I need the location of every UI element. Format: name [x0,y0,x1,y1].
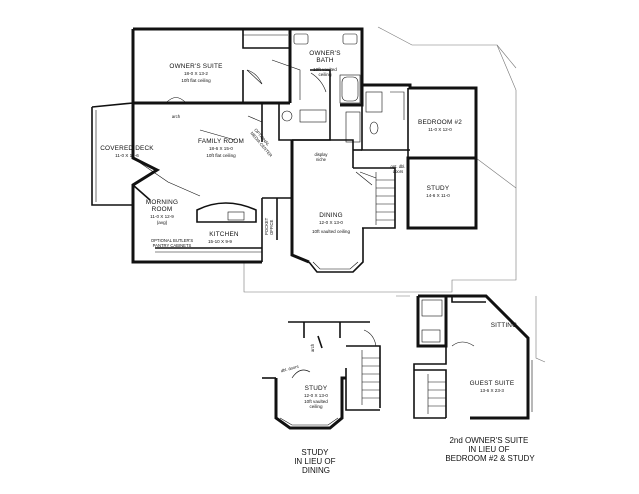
guest-suite-dim: 13-6 X 23-3 [480,388,504,393]
bedroom-2-label: BEDROOM #2 [418,119,462,126]
bathtub [339,74,361,104]
kitchen-walls [131,205,262,264]
laundry [299,109,327,123]
roof-outline [243,26,517,293]
owners-suite-ceiling: 10ft flat ceiling [181,78,211,83]
dining-walls [290,140,310,264]
study-dim: 14-6 X 11-0 [426,193,450,198]
owners-suite-label: OWNER'S SUITE [169,63,222,70]
alt-study-caption: STUDY IN LIEU OF DINING [294,448,338,475]
study-walls [406,155,478,230]
covered-deck-label: COVERED DECK [100,145,154,152]
morning-room-avg: (avg) [157,220,168,225]
dining-dim: 12-0 X 13-0 [319,220,343,225]
arch-note: arch [172,114,181,119]
kitchen-dim: 15-10 X 9-9 [208,239,232,244]
kitchen-island [196,202,257,223]
bedroom-2-dim: 11-0 X 12-0 [428,127,452,132]
alt-study-plan: arch dbl. doors STUDY 12-0 X 13-0 10ft v… [262,321,381,475]
sink-2 [342,33,358,45]
guest-suite-label: GUEST SUITE [470,380,515,387]
alt-owners-suite-caption: 2nd OWNER'S SUITE IN LIEU OF BEDROOM #2 … [445,436,535,463]
guest-suite-walls [418,294,530,420]
water-heater [281,110,293,122]
covered-deck-outline [91,102,134,206]
study-label: STUDY [427,185,450,192]
family-room-dim: 18-6 X 15-0 [209,146,233,151]
owners-bath-walls [290,27,364,107]
alt-study-label: STUDY [305,385,328,392]
dining-label: DINING [319,212,343,219]
guest-stairs [414,369,447,418]
covered-deck-dim: 11-0 X 15-6 [115,153,139,158]
main-floor-plan: OWNER'S SUITE 18-0 X 13-2 10ft flat ceil… [91,26,517,293]
opt-dbl-doors-note: opt. dbl.doors [391,164,406,174]
family-room-ceiling: 10ft flat ceiling [206,153,236,158]
alt-arch-note: arch [310,343,315,352]
media-center-note: OPTIONALMEDIA CENTER [249,127,277,157]
pocket-office-note: POCKETOFFICE [264,217,274,235]
toilet [369,121,379,135]
alt-dbl-doors-note: dbl. doors [280,364,299,374]
sitting-label: SITTING [491,322,518,329]
sink-1 [293,33,309,45]
alt-owners-suite-plan: SITTING GUEST SUITE 13-6 X 23-3 2nd OWNE… [396,294,546,463]
bedroom-2-walls [362,83,478,155]
alt-study-walls [274,376,346,430]
dining-ceiling: 10ft vaulted ceiling [312,229,350,234]
owners-suite-dim: 18-0 X 13-2 [184,71,208,76]
stairs [353,167,396,229]
alt-study-dim: 12-0 X 13-0 [304,393,328,398]
morning-room-dim: 11-0 X 12-9 [150,214,174,219]
family-room-walls [131,103,161,205]
kitchen-label: KITCHEN [209,231,239,238]
family-room-label: FAMILY ROOM [198,138,244,145]
alt-stairs [346,345,381,408]
